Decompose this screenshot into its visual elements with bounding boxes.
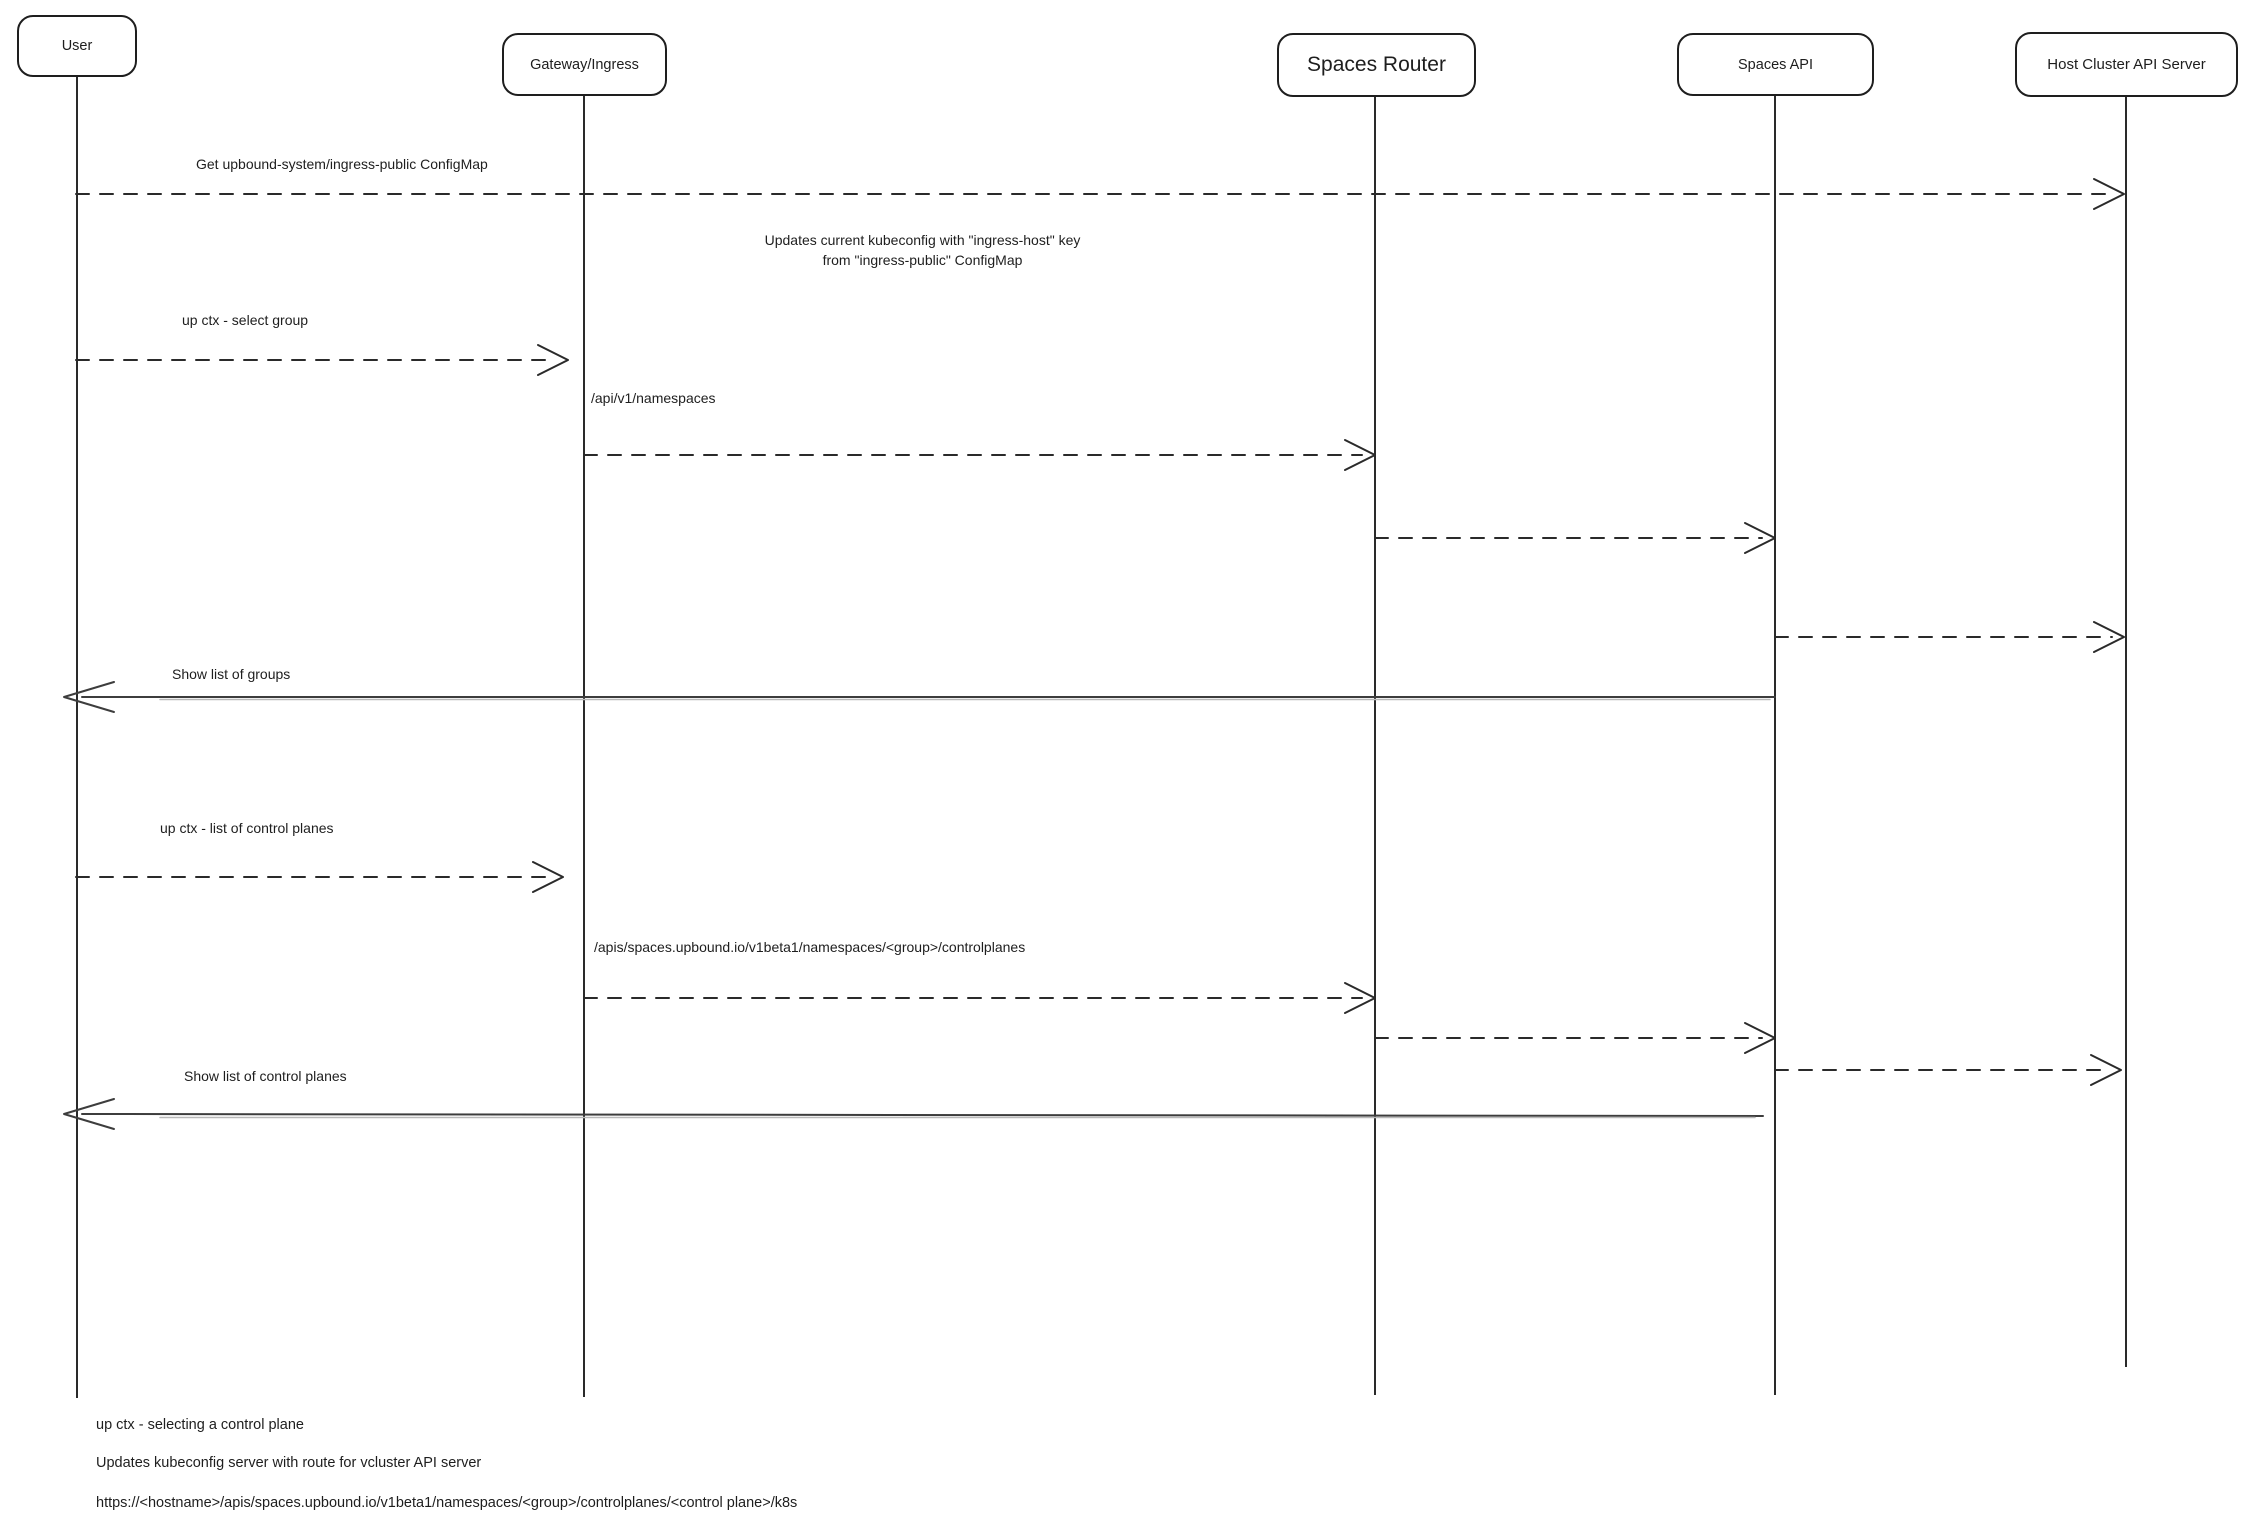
host-cluster-lifeline [2125, 97, 2127, 1367]
message-label-show-control-planes: Show list of control planes [184, 1068, 347, 1084]
actor-gateway-ingress-label: Gateway/Ingress [530, 56, 639, 73]
user-lifeline [76, 77, 78, 1398]
actor-spaces-router-label: Spaces Router [1307, 53, 1446, 76]
actor-host-cluster-api-server-box: Host Cluster API Server [2015, 32, 2238, 97]
actor-spaces-api-label: Spaces API [1738, 56, 1813, 73]
arrow-router-to-api-2-head [1744, 1022, 1776, 1054]
kubeconfig-update-note-line1: Updates current kubeconfig with "ingress… [764, 232, 1081, 248]
actor-spaces-api-box: Spaces API [1677, 33, 1874, 96]
arrow-show-control-planes-line [81, 1113, 1764, 1117]
spaces-api-lifeline [1774, 96, 1776, 1395]
arrow-api-to-host-2-head [2090, 1054, 2122, 1086]
arrow-api-namespaces-head [1344, 439, 1376, 471]
actor-user-box: User [17, 15, 137, 77]
message-label-show-groups: Show list of groups [172, 666, 291, 682]
message-label-list-control-planes: up ctx - list of control planes [160, 820, 334, 836]
arrow-show-control-planes-head [63, 1098, 115, 1130]
arrow-show-groups-head [63, 681, 115, 713]
message-label-api-namespaces: /api/v1/namespaces [591, 390, 716, 406]
kubeconfig-update-note-line2: from "ingress-public" ConfigMap [822, 252, 1023, 268]
actor-spaces-router-box: Spaces Router [1277, 33, 1476, 97]
gateway-ingress-lifeline [583, 96, 585, 1397]
message-label-get-configmap: Get upbound-system/ingress-public Config… [196, 156, 488, 172]
actor-gateway-ingress-box: Gateway/Ingress [502, 33, 667, 96]
footnote-updates-kubeconfig: Updates kubeconfig server with route for… [96, 1455, 482, 1471]
arrow-api-to-host-1-head [2093, 621, 2125, 653]
actor-user-label: User [61, 38, 93, 54]
arrow-router-to-api-1-head [1744, 522, 1776, 554]
arrow-select-group-head [537, 344, 569, 376]
kubeconfig-update-note: Updates current kubeconfig with "ingress… [700, 230, 1145, 270]
arrow-get-configmap-head [2093, 178, 2125, 210]
footnote-vcluster-url: https://<hostname>/apis/spaces.upbound.i… [96, 1495, 798, 1511]
message-label-select-group: up ctx - select group [182, 312, 309, 328]
actor-host-cluster-api-server-label: Host Cluster API Server [2047, 56, 2206, 73]
arrow-apis-controlplanes-head [1344, 982, 1376, 1014]
arrow-list-control-planes-head [532, 861, 564, 893]
message-label-apis-controlplanes: /apis/spaces.upbound.io/v1beta1/namespac… [594, 939, 1026, 955]
footnote-selecting-control-plane: up ctx - selecting a control plane [96, 1417, 304, 1433]
spaces-router-lifeline [1374, 97, 1376, 1395]
